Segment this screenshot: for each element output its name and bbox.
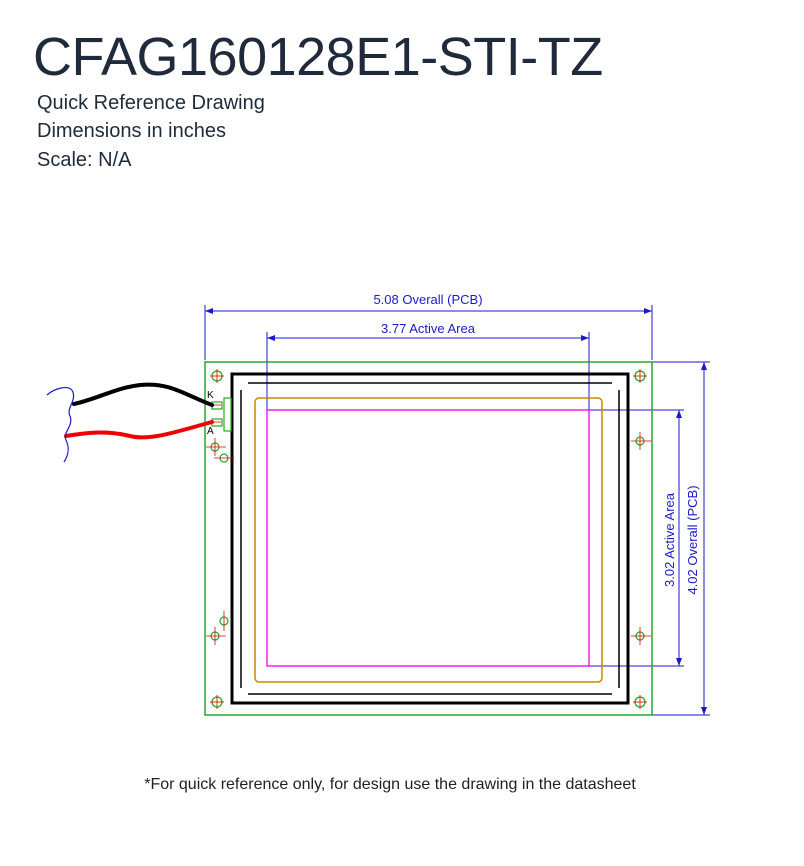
units-note: Dimensions in inches (37, 120, 226, 142)
dimension-overall-height-label: 4.02 Overall (PCB) (685, 485, 700, 594)
dimension-overall-height (652, 361, 710, 716)
drawing-title: CFAG160128E1-STI-TZ (33, 27, 603, 87)
scale-note: Scale: N/A (37, 149, 132, 171)
mount-hole-left-lower (206, 611, 229, 645)
active-area-outline (266, 409, 590, 667)
dimension-active-height-label: 3.02 Active Area (662, 492, 677, 587)
drawing-subtitle: Quick Reference Drawing (37, 92, 265, 114)
bezel-frame (230, 372, 630, 705)
viewing-area-outline (254, 397, 603, 683)
wire-break-mark (46, 386, 75, 463)
backlight-connector (211, 397, 232, 432)
mount-hole-right-lower (631, 627, 651, 645)
pin-label-a: A (207, 426, 214, 437)
mount-hole-bottom-left (210, 695, 224, 709)
dimension-active-width-label: 3.77 Active Area (381, 321, 476, 336)
disclaimer-note: *For quick reference only, for design us… (144, 776, 636, 793)
dimension-active-width (266, 332, 590, 410)
wire-red (64, 420, 214, 440)
wire-black (72, 382, 214, 407)
mount-hole-left-upper (206, 438, 234, 463)
pcb-outline (204, 361, 653, 716)
dimension-overall-width-label: 5.08 Overall (PCB) (373, 292, 482, 307)
dimension-overall-width (204, 305, 653, 360)
mount-hole-top-left (210, 369, 224, 383)
pin-label-k: K (207, 390, 214, 401)
mount-hole-right-upper (631, 432, 651, 450)
mount-hole-top-right (633, 369, 647, 383)
mount-hole-bottom-right (633, 695, 647, 709)
dimension-active-height (589, 409, 684, 667)
